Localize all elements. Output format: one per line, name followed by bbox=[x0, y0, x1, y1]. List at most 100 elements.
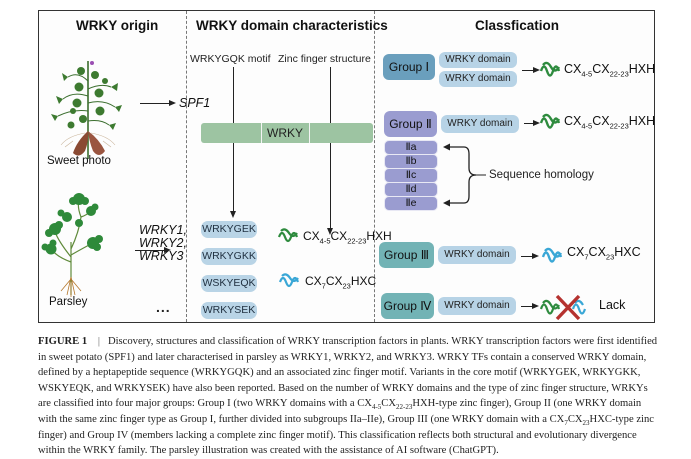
sweet-potato-plant-icon bbox=[51, 61, 122, 159]
group-1-arrowhead bbox=[533, 67, 540, 73]
parsley-arrow-line bbox=[135, 250, 165, 251]
group-1-zinc-formula: CX4-5CX22-23HXH bbox=[564, 62, 655, 79]
zinc-arrowhead bbox=[327, 228, 333, 235]
formula-part: HXH bbox=[628, 114, 656, 128]
motif-arrowhead bbox=[230, 211, 236, 218]
formula-part: CX bbox=[592, 62, 610, 76]
caption-sub: 23 bbox=[582, 419, 590, 428]
group-3-box: Group Ⅲ bbox=[379, 242, 434, 268]
motif-line-upper bbox=[233, 67, 234, 123]
formula-part: HXC bbox=[350, 274, 377, 288]
classification-panel: Classfication Group Ⅰ WRKY domain WRKY d… bbox=[376, 11, 656, 322]
figure-panel: WRKY origin SPF1 Sweet photo bbox=[38, 10, 655, 323]
formula-sub: 4-5 bbox=[319, 236, 331, 246]
domain-panel: WRKY domain characteristics WRKYGQK moti… bbox=[187, 11, 392, 322]
sequence-homology-label: Sequence homology bbox=[489, 169, 594, 181]
group-4-box: Group Ⅳ bbox=[381, 293, 434, 319]
domain-title: WRKY domain characteristics bbox=[196, 18, 388, 33]
formula-part: CX bbox=[303, 229, 320, 243]
caption-figure-label: FIGURE 1 bbox=[38, 336, 88, 347]
divider-left bbox=[186, 11, 187, 322]
group-4-arrowhead bbox=[532, 303, 539, 309]
wrky1-gene-label: WRKY1, bbox=[139, 223, 187, 237]
subgroup-pill: Ⅱd bbox=[384, 182, 438, 197]
zinc-finger-green-icon bbox=[539, 113, 561, 129]
zinc-finger-c2h2-icon bbox=[277, 228, 299, 243]
caption-text: CX bbox=[567, 413, 583, 425]
group-1-arrow-line bbox=[522, 70, 534, 71]
caption-sub: 4-5 bbox=[371, 403, 382, 412]
zinc-type-c2hc: CX7CX23HXC bbox=[305, 274, 376, 290]
spf1-arrow-line bbox=[140, 103, 170, 104]
formula-part: HXH bbox=[366, 229, 392, 243]
group-1-box: Group Ⅰ bbox=[383, 54, 435, 80]
figure-caption: FIGURE 1 |Discovery, structures and clas… bbox=[38, 334, 658, 459]
domain-bar-divider bbox=[261, 123, 262, 143]
wrky2-gene-label: WRKY2, bbox=[139, 236, 187, 250]
subgroup-pill: Ⅱa bbox=[384, 140, 438, 155]
subgroup-stack: Ⅱa Ⅱb Ⅱc Ⅱd Ⅱe bbox=[380, 140, 440, 220]
group-4-arrow-line bbox=[521, 306, 533, 307]
formula-part: CX bbox=[567, 245, 585, 259]
spf1-arrowhead bbox=[169, 100, 176, 106]
group-3-arrow-line bbox=[521, 256, 533, 257]
spf1-gene-label: SPF1 bbox=[179, 96, 211, 110]
zinc-finger-blue-icon bbox=[541, 247, 563, 263]
group-2-box: Group Ⅱ bbox=[384, 111, 437, 137]
origin-title: WRKY origin bbox=[76, 18, 159, 33]
caption-text: CX bbox=[381, 398, 396, 410]
group-3-zinc-formula: CX7CX23HXC bbox=[567, 245, 641, 262]
formula-sub: 22-23 bbox=[609, 69, 629, 79]
formula-sub: 22-23 bbox=[609, 121, 629, 131]
parsley-arrowhead bbox=[164, 247, 171, 253]
zinc-line-upper bbox=[330, 67, 331, 123]
zinc-finger-absent-icon bbox=[539, 294, 587, 321]
wrky-domain-pill: WRKY domain bbox=[441, 115, 519, 133]
wrky-domain-pill: WRKY domain bbox=[438, 246, 516, 264]
formula-sub: 4-5 bbox=[581, 121, 593, 131]
formula-part: CX bbox=[588, 245, 606, 259]
caption-text: Discovery, structures and classification… bbox=[38, 336, 658, 410]
zinc-line-lower bbox=[330, 143, 331, 230]
motif-variant-pill: WRKYGEK bbox=[201, 221, 257, 238]
caption-sub: 7 bbox=[564, 419, 568, 428]
zinc-type-c2h2: CX4-5CX22-23HXH bbox=[303, 229, 392, 245]
formula-part: CX bbox=[305, 274, 322, 288]
formula-sub: 7 bbox=[584, 252, 589, 262]
more-ellipsis: ... bbox=[156, 299, 171, 315]
formula-sub: 4-5 bbox=[581, 69, 593, 79]
wrky-domain-bar: WRKY bbox=[201, 123, 373, 143]
formula-part: CX bbox=[325, 274, 343, 288]
domain-bar-label: WRKY bbox=[267, 126, 303, 140]
group-2-zinc-formula: CX4-5CX22-23HXH bbox=[564, 114, 655, 131]
formula-sub: 22-23 bbox=[347, 236, 367, 246]
motif-line-lower bbox=[233, 143, 234, 213]
domain-bar-divider bbox=[309, 123, 310, 143]
subgroup-pill: Ⅱb bbox=[384, 154, 438, 169]
formula-part: HXH bbox=[628, 62, 656, 76]
motif-variant-pill: WRKYGKK bbox=[201, 248, 257, 265]
sequence-homology-bracket-icon bbox=[443, 143, 486, 207]
formula-part: CX bbox=[592, 114, 610, 128]
formula-part: HXC bbox=[614, 245, 641, 259]
wrky3-gene-label: WRKY3 bbox=[139, 249, 184, 263]
group-3-arrowhead bbox=[532, 253, 539, 259]
zinc-finger-label: Zinc finger structure bbox=[278, 53, 371, 65]
group-2-arrowhead bbox=[533, 120, 540, 126]
parsley-label: Parsley bbox=[49, 296, 88, 308]
caption-sub: 22-23 bbox=[396, 403, 413, 412]
group-2-arrow-line bbox=[524, 123, 534, 124]
motif-variant-pill: WRKYSEK bbox=[201, 302, 257, 319]
formula-sub: 23 bbox=[605, 252, 615, 262]
formula-sub: 7 bbox=[321, 281, 326, 291]
caption-text: HXC-type zinc finger) and Group IV (memb… bbox=[38, 413, 654, 457]
sweet-potato-label: Sweet photo bbox=[47, 155, 111, 167]
classification-title: Classfication bbox=[475, 18, 560, 33]
wrky-domain-pill: WRKY domain bbox=[438, 297, 516, 315]
formula-sub: 23 bbox=[342, 281, 351, 291]
motif-label: WRKYGQK motif bbox=[190, 53, 271, 65]
formula-part: CX bbox=[564, 114, 582, 128]
parsley-plant-icon bbox=[41, 193, 103, 297]
zinc-finger-c2hc-icon bbox=[278, 273, 300, 288]
wrky-domain-pill: WRKY domain bbox=[439, 71, 517, 87]
